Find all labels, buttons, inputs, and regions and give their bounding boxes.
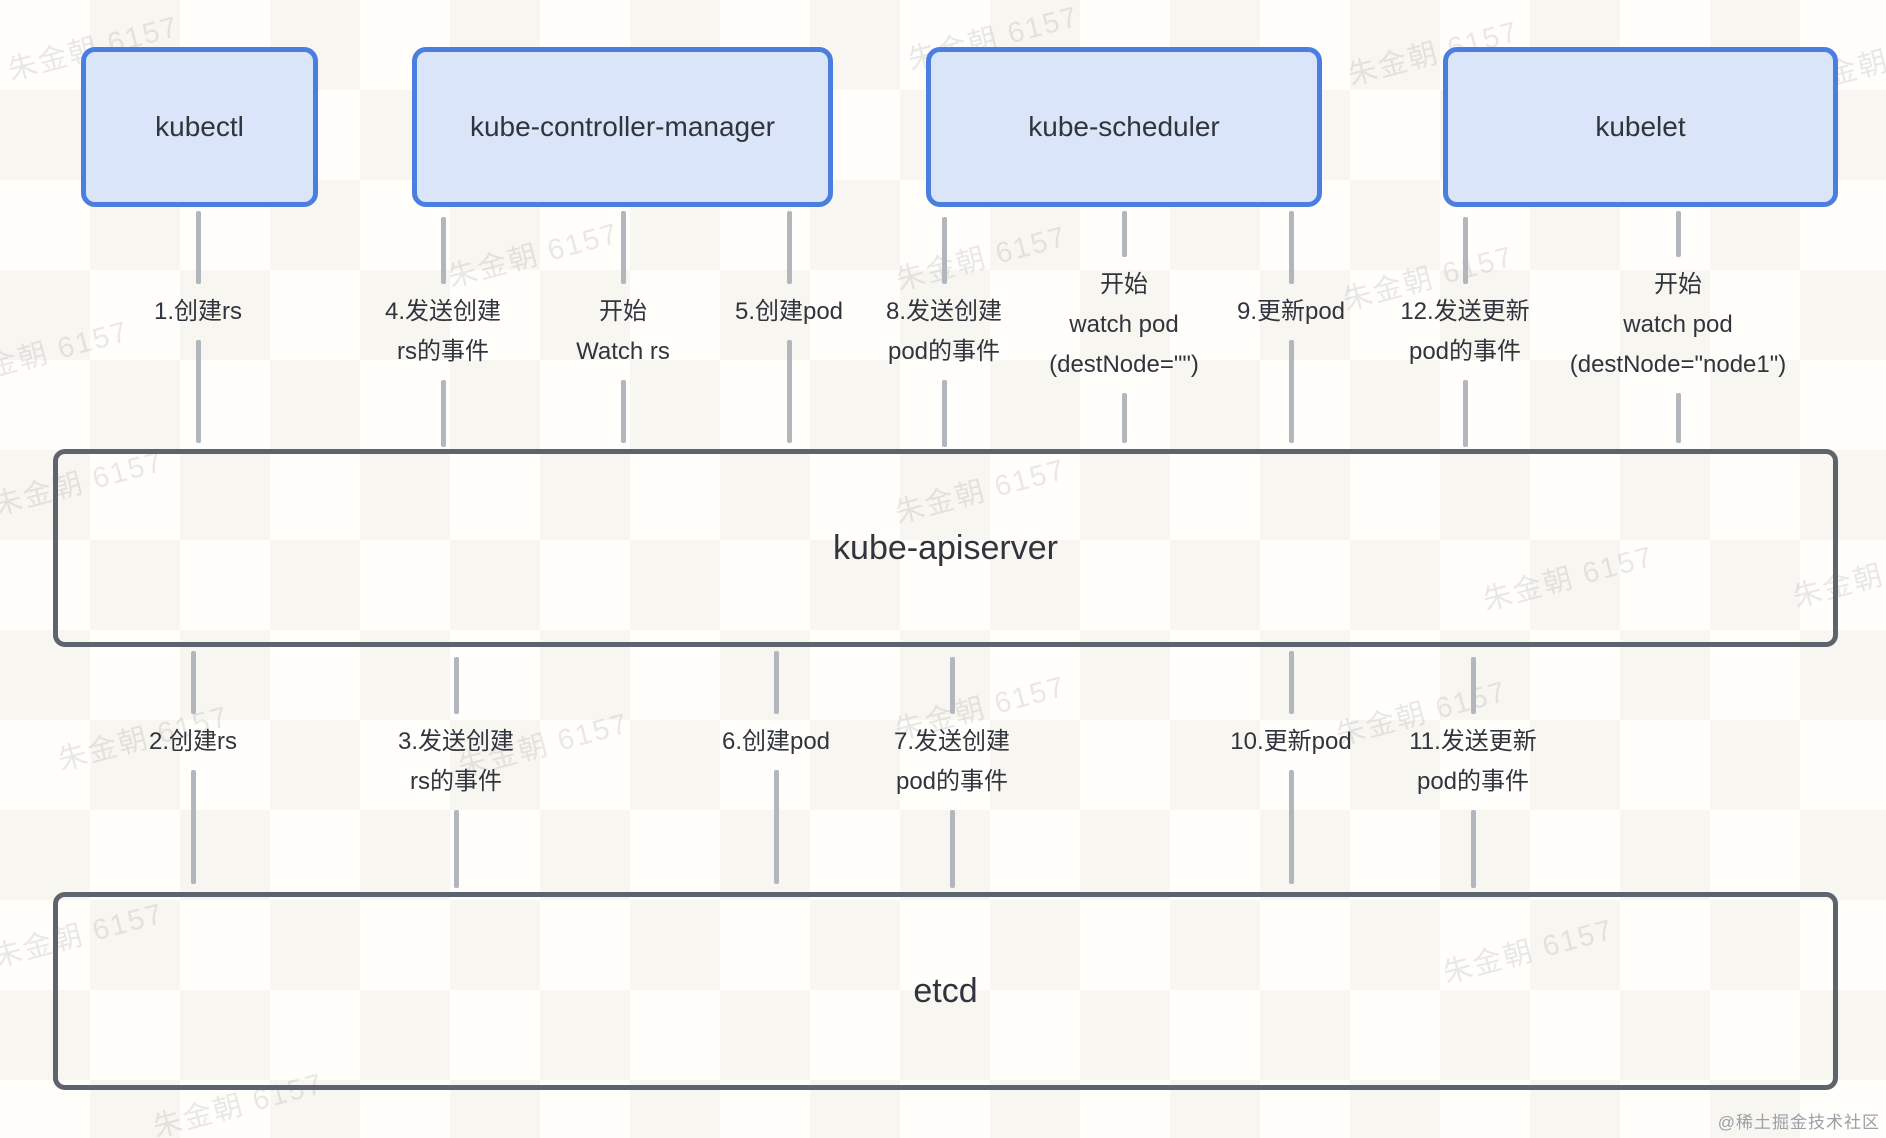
arrowhead-down-icon [1274,867,1308,891]
arrow-line [440,217,446,284]
arrow-label: 6.创建pod [722,722,830,762]
arrow-line [949,657,955,714]
arrow-line [453,810,459,888]
arrow-line [620,211,626,284]
arrow-label: 5.创建pod [735,292,843,332]
arrow-label-line: rs的事件 [396,338,489,365]
credit-text: @稀土掘金技术社区 [1717,1113,1880,1132]
node-kube-scheduler: kube-scheduler [926,47,1322,207]
arrow-label: 4.发送创建 rs的事件 [385,292,501,372]
arrow-label: 开始 watch pod (destNode="") [1049,265,1199,385]
arrowhead-down-icon [1107,426,1141,450]
arrow-label-line: 5.创建pod [734,298,844,325]
arrow-line [195,340,201,443]
arrow-label-line: pod的事件 [895,768,1009,795]
arrow-line [1288,651,1294,714]
node-etcd: etcd [53,892,1838,1090]
arrow-label-line: 开始 [1653,271,1702,298]
arrow-label-line: rs的事件 [409,768,502,795]
arrow-label-line: 9.更新pod [1236,298,1346,325]
arrow-line [1288,770,1294,884]
node-kube-controller-manager: kube-controller-manager [412,47,833,207]
arrow-line [773,651,779,714]
arrow-line [786,211,792,284]
arrow-label-line: (destNode="") [1049,351,1199,378]
arrowhead-down-icon [1661,426,1695,450]
watermark-text: 朱金朝 6157 [444,217,623,295]
node-kubelet-label: kubelet [1595,111,1686,142]
arrow-label-line: pod的事件 [887,338,1001,365]
arrow-label: 3.发送创建 rs的事件 [398,722,514,802]
arrow-label-line: 12.发送更新 [1400,298,1530,325]
arrowhead-down-icon [181,426,215,450]
arrow-label-line: 6.创建pod [721,728,831,755]
node-kubectl: kubectl [81,47,318,207]
arrow-label-line: pod的事件 [1416,768,1530,795]
arrow-label-line: (destNode="node1") [1569,351,1787,378]
arrow-label-line: 4.发送创建 [384,298,502,325]
node-kube-controller-manager-label: kube-controller-manager [469,111,776,142]
arrow-label: 1.创建rs [154,292,242,332]
arrow-line [773,770,779,884]
arrow-line [1675,393,1681,443]
node-kube-apiserver: kube-apiserver [53,449,1838,647]
arrow-line [1288,211,1294,284]
arrow-line [941,217,947,284]
arrow-line [1470,810,1476,888]
arrow-line [440,380,446,447]
arrow-label-line: watch pod [1069,311,1179,338]
arrow-line [1121,393,1127,443]
arrow-label-line: 2.创建rs [148,728,238,755]
arrow-line [195,211,201,284]
arrow-line [190,770,196,884]
watermark-text: 朱金朝 6157 [0,315,133,393]
arrow-label-line: 8.发送创建 [885,298,1003,325]
arrow-line [786,340,792,443]
arrow-label: 8.发送创建 pod的事件 [886,292,1002,372]
arrow-label: 2.创建rs [149,722,237,762]
arrow-label: 12.发送更新 pod的事件 [1400,292,1529,372]
arrow-line [1462,380,1468,447]
arrow-label-line: 10.更新pod [1230,728,1352,755]
arrow-label-line: 3.发送创建 [397,728,515,755]
arrowhead-down-icon [606,426,640,450]
arrow-label: 开始 Watch rs [576,292,670,372]
arrow-label-line: 11.发送更新 [1409,728,1537,755]
arrow-label-line: 开始 [1100,271,1148,298]
arrow-line [949,810,955,888]
watermark-text: 朱金朝 6157 [892,220,1071,298]
arrow-line [190,651,196,714]
arrow-line [1121,211,1127,257]
node-kube-apiserver-label: kube-apiserver [833,528,1058,567]
arrow-label-line: watch pod [1623,311,1733,338]
arrow-line [1288,340,1294,443]
arrow-label-line: Watch rs [576,338,670,365]
arrow-label: 9.更新pod [1237,292,1345,332]
arrow-line [620,380,626,443]
arrow-label: 10.更新pod [1230,722,1351,762]
arrow-label-line: 开始 [598,298,647,325]
arrow-label-line: 7.发送创建 [893,728,1011,755]
arrow-label-line: pod的事件 [1408,338,1522,365]
arrowhead-down-icon [1274,426,1308,450]
arrowhead-down-icon [176,867,210,891]
arrow-line [453,657,459,714]
arrow-label: 11.发送更新 pod的事件 [1409,722,1537,802]
arrow-label-line: 1.创建rs [153,298,243,325]
node-kube-scheduler-label: kube-scheduler [1028,111,1220,142]
arrowhead-down-icon [772,426,806,450]
arrow-line [941,380,947,447]
node-kubelet: kubelet [1443,47,1838,207]
node-etcd-label: etcd [913,971,978,1010]
arrow-label: 7.发送创建 pod的事件 [894,722,1010,802]
arrowhead-down-icon [759,867,793,891]
arrow-line [1462,217,1468,284]
arrow-label: 开始 watch pod (destNode="node1") [1570,265,1787,385]
arrow-line [1470,657,1476,714]
arrow-line [1675,211,1681,257]
node-kubectl-label: kubectl [155,111,244,142]
